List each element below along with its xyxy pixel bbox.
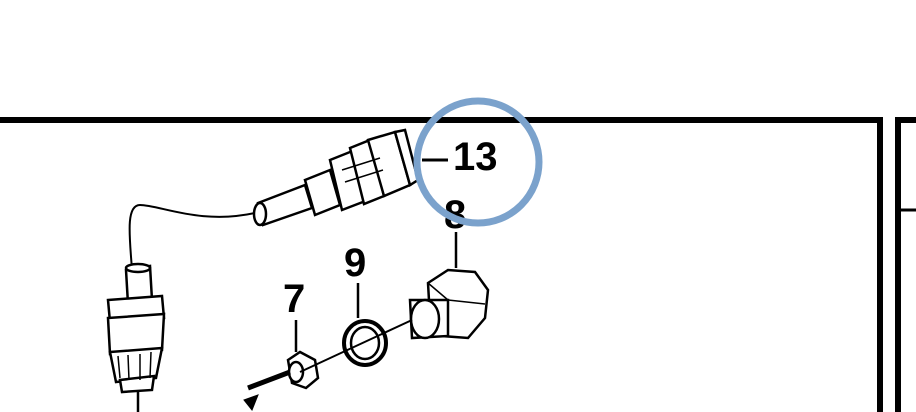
- part-13-sensor: [128, 128, 420, 271]
- assembly-lines: [243, 319, 413, 411]
- callout-13: 13: [453, 135, 498, 179]
- callout-7: 7: [283, 277, 305, 321]
- cable-end-fitting: [106, 262, 166, 412]
- highlight-circle: [413, 97, 543, 227]
- part-7-nut: [286, 320, 320, 390]
- part-9-seal-ring: [342, 283, 388, 367]
- callout-9: 9: [344, 241, 366, 285]
- diagram-frame: [0, 117, 916, 412]
- part-8-plug: [408, 232, 490, 340]
